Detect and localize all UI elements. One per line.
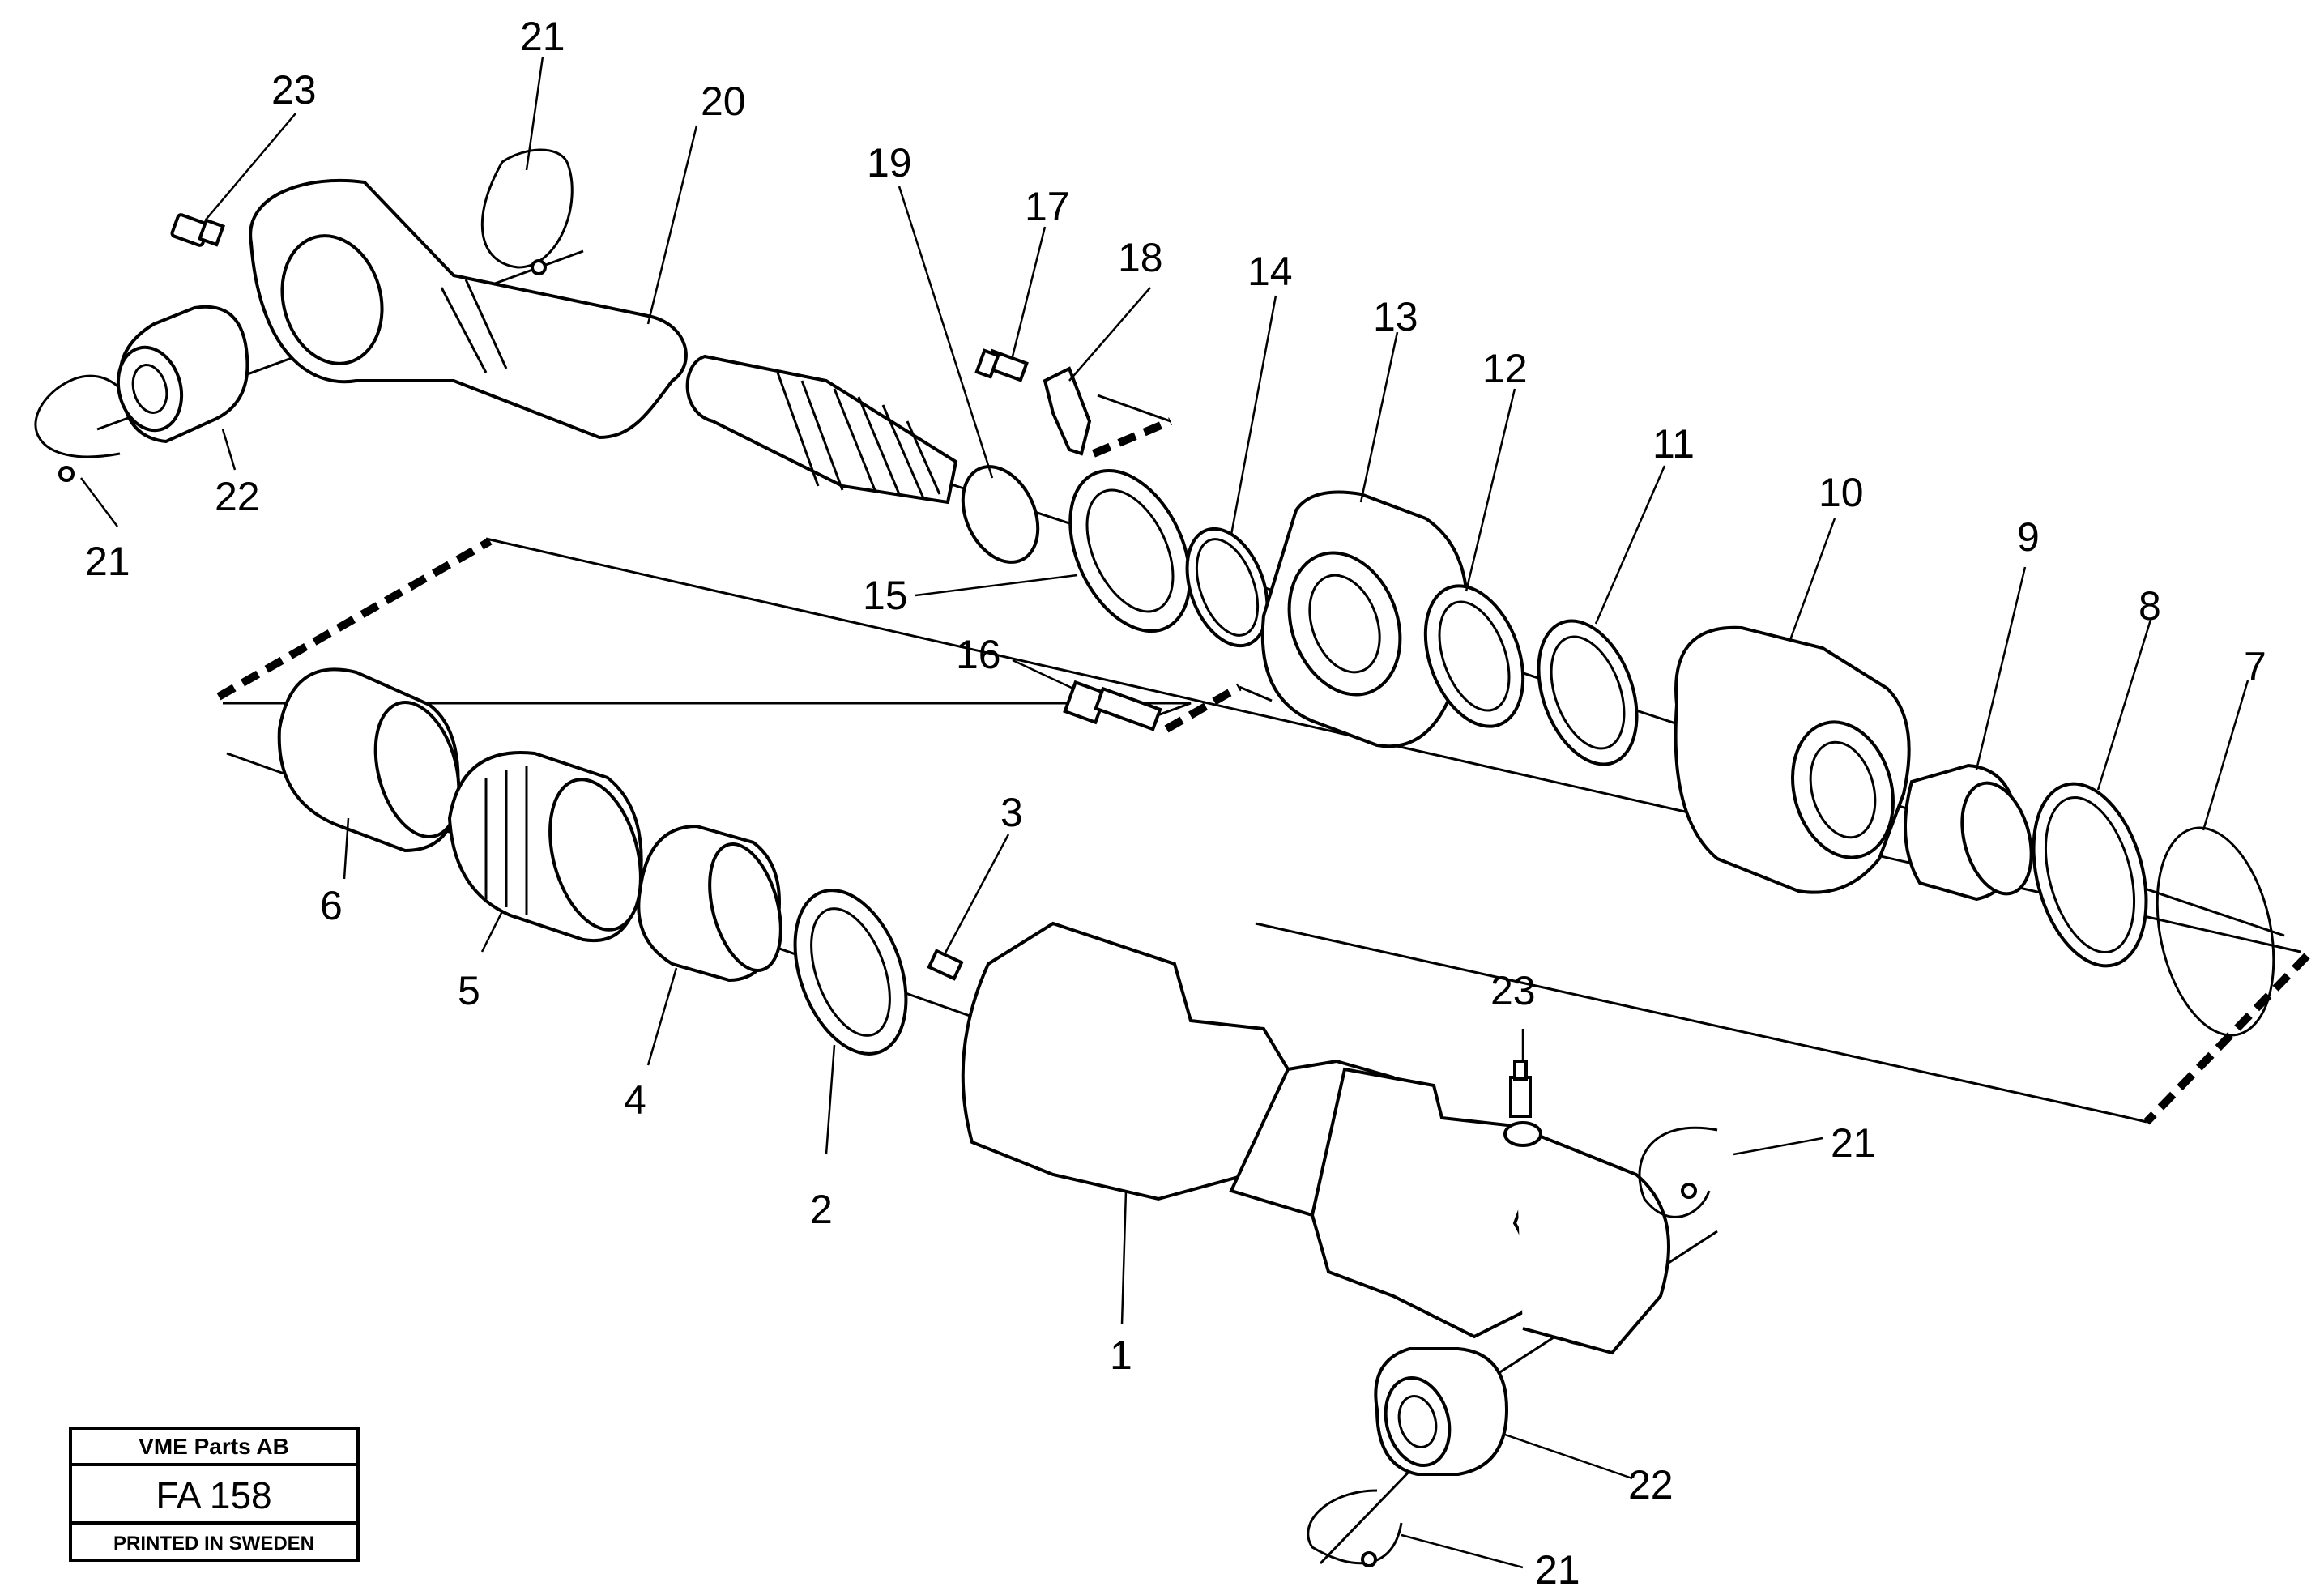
callout-4: 4 (624, 1077, 646, 1123)
callout-18: 18 (1118, 235, 1163, 280)
part-7-retaining-ring (2156, 826, 2275, 1037)
callout-10: 10 (1819, 470, 1864, 515)
leader-lines (80, 56, 2249, 1569)
part-21-circlip-upper-left (34, 374, 122, 482)
part-6-bushing (277, 667, 461, 853)
part-18-lock-plate (1043, 366, 1092, 456)
part-3-set-screw (927, 949, 964, 981)
callout-21: 21 (520, 14, 565, 59)
part-12-ring (1423, 584, 1525, 728)
part-16-bolt (1063, 680, 1162, 731)
callout-21: 21 (1535, 1547, 1580, 1593)
part-14-seal (1185, 527, 1269, 648)
callout-20: 20 (701, 79, 746, 124)
callout-22: 22 (1628, 1462, 1674, 1508)
stamp-code: FA 158 (156, 1474, 271, 1516)
callout-7: 7 (2244, 644, 2266, 689)
title-stamp: VME Parts AB FA 158 PRINTED IN SWEDEN (69, 1427, 360, 1562)
part-11-seal (1537, 619, 1639, 766)
part-9-sleeve (1904, 763, 2033, 902)
callout-15: 15 (863, 573, 908, 618)
stamp-company: VME Parts AB (139, 1434, 289, 1459)
callout-17: 17 (1025, 184, 1070, 229)
callout-2: 2 (810, 1187, 833, 1232)
callout-19: 19 (867, 140, 912, 186)
callout-6: 6 (320, 883, 343, 928)
callout-13: 13 (1373, 294, 1418, 339)
callout-14: 14 (1247, 249, 1293, 294)
part-13-cylinder-head (1260, 490, 1469, 748)
callout-11: 11 (1652, 421, 1695, 467)
part-23-grease-nipple-lower (1509, 1060, 1532, 1118)
callout-1: 1 (1110, 1333, 1132, 1378)
part-10-piston (1674, 625, 1911, 894)
part-5-piston-body (447, 751, 643, 943)
callout-8: 8 (2139, 583, 2161, 629)
callout-21: 21 (1831, 1120, 1876, 1166)
part-21-circlip-upper-top (480, 148, 574, 275)
part-21-circlip-bottom (1307, 1489, 1403, 1567)
callout-labels: 21 23 20 19 17 18 14 13 12 11 10 9 8 7 2… (85, 14, 2266, 1593)
stamp-printed: PRINTED IN SWEDEN (113, 1533, 314, 1554)
part-8-ring (2032, 782, 2148, 968)
callout-21: 21 (85, 539, 130, 584)
callout-22: 22 (215, 474, 260, 519)
part-2-ring (793, 889, 908, 1056)
callout-12: 12 (1482, 346, 1528, 391)
callout-9: 9 (2017, 514, 2040, 560)
part-1-cylinder-tube (961, 921, 1670, 1355)
callout-16: 16 (956, 632, 1001, 677)
part-4-guide (637, 824, 782, 983)
part-15-flange (1068, 468, 1192, 633)
part-22-bearing-lower (1374, 1347, 1509, 1476)
part-21-circlip-lower-right (1638, 1126, 1718, 1218)
callout-5: 5 (458, 968, 480, 1013)
callout-23: 23 (1490, 968, 1536, 1013)
part-22-bearing-upper (116, 305, 249, 444)
part-19-ring (961, 465, 1040, 564)
part-17-screw (974, 348, 1029, 382)
callout-3: 3 (1000, 790, 1023, 835)
part-23-grease-nipple-upper (170, 213, 226, 247)
part-20-piston-rod (249, 178, 958, 505)
callout-23: 23 (271, 67, 317, 113)
